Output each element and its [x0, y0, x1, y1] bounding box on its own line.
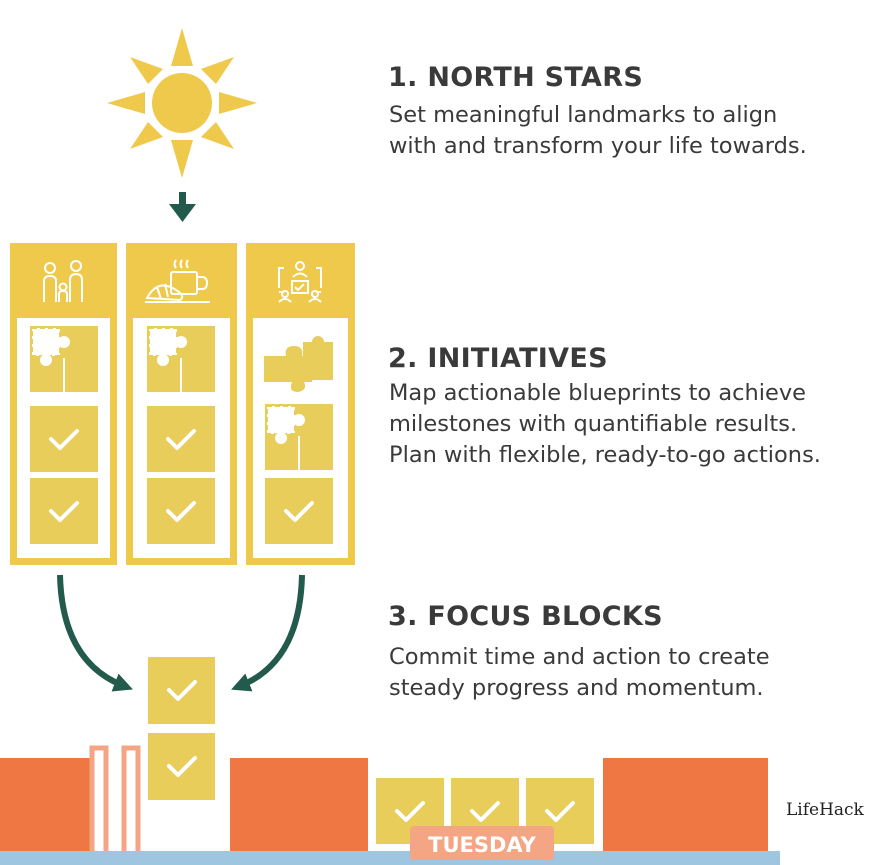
description-line: Set meaningful landmarks to align	[389, 102, 778, 128]
check-block	[148, 733, 215, 800]
description-line: Commit time and action to create	[389, 644, 770, 670]
checkmark-icon	[166, 501, 196, 522]
check-block	[265, 478, 333, 544]
checkmark-icon	[49, 429, 79, 450]
day-label: TUESDAY	[428, 833, 537, 857]
description-line: with and transform your life towards.	[389, 133, 807, 159]
family-icon	[43, 260, 83, 302]
step-2-description: Map actionable blueprints to achieve mil…	[389, 378, 821, 471]
description-line: milestones with quantifiable results.	[389, 411, 798, 437]
step-3-heading: 3. FOCUS BLOCKS	[388, 601, 663, 632]
checkmark-icon	[166, 429, 196, 450]
check-block	[148, 657, 215, 724]
puzzle-icon	[265, 404, 333, 470]
sun-icon	[107, 28, 257, 178]
checkmark-icon	[167, 756, 197, 777]
check-block	[30, 478, 98, 544]
coffee-breakfast-icon	[145, 259, 210, 303]
description-line: steady progress and momentum.	[389, 675, 764, 701]
calendar-strip: TUESDAY	[0, 745, 780, 865]
brand-logo: LifeHack	[786, 800, 864, 820]
description-line: Map actionable blueprints to achieve	[389, 380, 806, 406]
day-label-bg	[410, 826, 554, 860]
step-2-heading: 2. INITIATIVES	[388, 343, 608, 374]
check-block	[147, 478, 215, 544]
check-block	[30, 406, 98, 472]
checkmark-icon	[545, 801, 575, 822]
checkmark-icon	[470, 801, 500, 822]
checkmark-icon	[284, 501, 314, 522]
arrow-down-icon	[169, 192, 196, 222]
curved-arrow-icon	[57, 574, 133, 692]
puzzle-icon	[147, 326, 215, 392]
checkmark-icon	[49, 501, 79, 522]
check-block	[147, 406, 215, 472]
team-task-icon	[278, 261, 322, 303]
puzzle-icon	[264, 336, 333, 392]
puzzle-icon	[30, 326, 98, 392]
step-1-description: Set meaningful landmarks to align with a…	[389, 100, 807, 162]
checkmark-icon	[167, 680, 197, 701]
step-1-heading: 1. NORTH STARS	[388, 62, 644, 93]
step-3-description: Commit time and action to create steady …	[389, 642, 770, 704]
curved-arrow-icon	[231, 574, 305, 692]
description-line: Plan with flexible, ready-to-go actions.	[389, 442, 821, 468]
checkmark-icon	[395, 801, 425, 822]
